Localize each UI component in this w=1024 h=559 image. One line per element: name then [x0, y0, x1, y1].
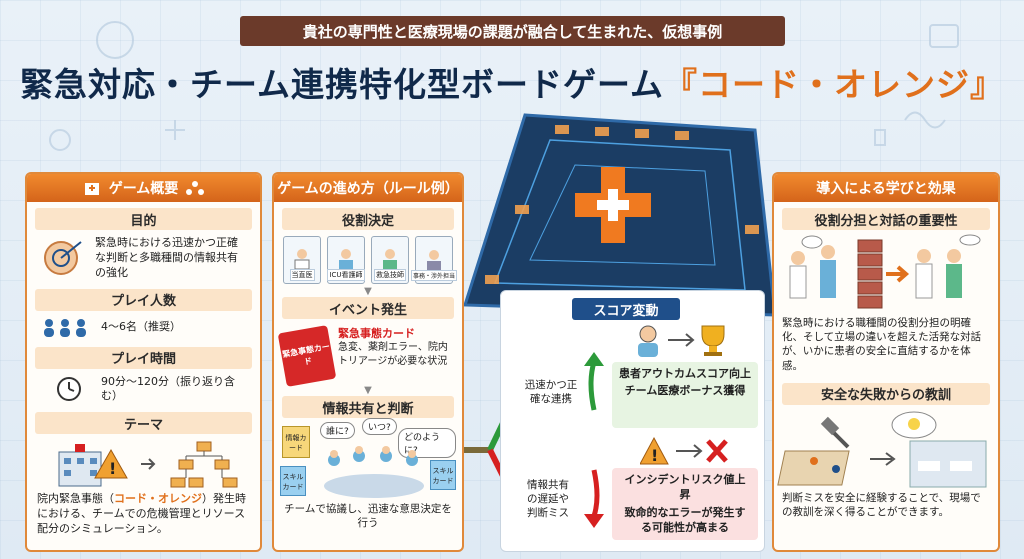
purpose-row: 緊急時における迅速かつ正確な判断と多職種間の情報共有の強化	[27, 234, 260, 283]
effects-header: 導入による学びと効果	[774, 174, 998, 202]
arrow-right-icon	[139, 457, 159, 471]
howto-header: ゲームの進め方（ルール例）	[274, 174, 462, 202]
down-arrow-icon: ▼	[364, 286, 372, 297]
role-label: 事務・渉外担当	[411, 270, 458, 281]
role-heading: 役割分担と対話の重要性	[782, 208, 990, 230]
background-decor-icons	[49, 21, 959, 151]
role-cards: 当直医 ICU看護師 救急技師 事務・渉外担当	[274, 234, 462, 286]
role-label: 救急技師	[374, 269, 406, 281]
time-text: 90分〜120分（振り返り含む）	[101, 374, 235, 403]
page-title-game: 『コード・オレンジ』	[664, 65, 1005, 104]
team-meeting-icon	[324, 446, 424, 498]
overview-panel: ゲーム概要 目的 緊急時における迅速かつ正確な判断と多職種間の情報共有の強化 プ…	[25, 172, 262, 552]
role-label: 当直医	[289, 269, 315, 281]
clock-icon	[41, 376, 91, 402]
wall-dialogue-illustration	[789, 234, 981, 309]
theme-text-name: コード・オレンジ	[114, 492, 202, 506]
role-text: 緊急時における職種間の役割分担の明確化、そして立場の違いを超えた活発な対話が、い…	[782, 317, 982, 372]
bad-result-box: インシデントリスク値上昇 致命的なエラーが発生する可能性が高まる	[612, 468, 758, 540]
good-label: 迅速かつ正確な連携	[524, 379, 578, 406]
roles-heading: 役割決定	[282, 208, 454, 230]
theme-illustration-row: !	[27, 438, 260, 490]
red-down-arrow-icon	[584, 469, 604, 528]
event-heading: イベント発生	[282, 297, 454, 319]
technician-icon	[383, 249, 397, 269]
time-row: 90分〜120分（振り返り含む）	[27, 373, 260, 407]
brain-target-icon	[41, 238, 85, 278]
players-text: 4〜6名（推奨）	[101, 320, 181, 334]
header-ribbon: 貴社の専門性と医療現場の課題が融合して生まれた、仮想事例	[240, 16, 785, 46]
overview-title: ゲーム概要	[108, 181, 179, 197]
share-text: チームで協議し、迅速な意思決定を行う	[284, 503, 452, 530]
good-result-1: 患者アウトカムスコア向上	[619, 367, 751, 380]
bad-label: 情報共有の遅延や判断ミス	[527, 479, 569, 520]
theme-text-post: ）発生時における、チームでの危機管理とリソース配分のシミュレーション。	[37, 492, 246, 535]
bubble-text: いつ?	[368, 423, 391, 433]
theme-text-pre: 院内緊急事態（	[37, 492, 114, 506]
svg-text:!: !	[651, 446, 658, 465]
share-illustration: 情報カード 誰に? いつ? どのように? スキルカード スキルカード	[280, 418, 456, 502]
bubble-text: 誰に?	[326, 427, 349, 437]
fail-text: 判断ミスを安全に経験することで、現場での教訓を深く得ることができます。	[782, 491, 981, 518]
bad-result-1: インシデントリスク値上昇	[624, 473, 746, 502]
people-icon	[41, 317, 91, 339]
time-heading: プレイ時間	[35, 346, 252, 369]
role-card-technician: 救急技師	[371, 236, 409, 284]
hospital-building-icon: !	[49, 440, 129, 488]
patient-to-trophy-icon	[638, 325, 725, 357]
skill-card-right: スキルカード	[430, 460, 456, 490]
event-card-name: 緊急事態カード	[338, 327, 415, 340]
fail-heading: 安全な失敗からの教訓	[782, 382, 990, 405]
board-illustration	[462, 113, 777, 317]
team-icon	[186, 180, 205, 196]
effects-title: 導入による学びと効果	[816, 181, 956, 197]
info-card: 情報カード	[282, 426, 310, 458]
good-result-2: チーム医療ボーナス獲得	[624, 384, 746, 398]
role-card-doctor: 当直医	[283, 236, 321, 284]
svg-text:!: !	[109, 459, 116, 478]
emergency-card-icon: 緊急事態カード	[277, 325, 337, 387]
doctor-icon	[294, 249, 310, 269]
admin-icon	[427, 250, 441, 270]
effects-panel: 導入による学びと効果 役割分担と対話の重要性 緊急時における職種間の役割分担の明…	[772, 172, 1000, 552]
howto-panel: ゲームの進め方（ルール例） 役割決定 当直医 ICU看護師 救急技師 事務・渉外…	[272, 172, 464, 552]
nurse-icon	[339, 249, 353, 269]
purpose-text: 緊急時における迅速かつ正確な判断と多職種間の情報共有の強化	[95, 236, 238, 279]
howto-title: ゲームの進め方（ルール例）	[277, 181, 459, 197]
warning-to-x-icon: !	[640, 436, 728, 465]
share-heading: 情報共有と判断	[282, 396, 454, 418]
role-card-admin: 事務・渉外担当	[411, 236, 458, 284]
green-up-arrow-icon	[584, 352, 604, 411]
players-heading: プレイ人数	[35, 288, 252, 311]
bubble-when: いつ?	[362, 418, 397, 435]
skill-card-left: スキルカード	[280, 466, 306, 496]
page-title-main: 緊急対応・チーム連携特化型ボードゲーム	[19, 65, 665, 104]
good-result-box: 患者アウトカムスコア向上 チーム医療ボーナス獲得	[612, 362, 758, 428]
event-card-text: 急変、薬剤エラー、院内トリアージが必要な状況	[338, 342, 448, 367]
skill-card-right-label: スキルカード	[432, 467, 454, 485]
event-row: 緊急事態カード 緊急事態カード 急変、薬剤エラー、院内トリアージが必要な状況	[274, 323, 462, 387]
theme-heading: テーマ	[35, 412, 252, 435]
down-arrow-icon-2: ▼	[364, 385, 372, 396]
info-card-label: 情報カード	[285, 434, 307, 452]
skill-card-left-label: スキルカード	[282, 473, 304, 491]
org-chart-icon	[169, 440, 239, 488]
bad-result-2: 致命的なエラーが発生する可能性が高まる	[624, 505, 746, 535]
role-label: ICU看護師	[327, 269, 365, 281]
overview-header: ゲーム概要	[27, 174, 260, 202]
purpose-heading: 目的	[35, 208, 252, 230]
players-row: 4〜6名（推奨）	[27, 315, 260, 341]
bubble-who: 誰に?	[320, 422, 355, 439]
score-heading: スコア変動	[572, 298, 680, 320]
hospital-icon	[83, 180, 101, 196]
theme-text: 院内緊急事態（コード・オレンジ）発生時における、チームでの危機管理とリソース配分…	[27, 490, 260, 539]
role-card-nurse: ICU看護師	[327, 236, 365, 284]
safe-failure-illustration	[777, 411, 987, 488]
page-title: 緊急対応・チーム連携特化型ボードゲーム『コード・オレンジ』	[0, 58, 1024, 106]
emergency-card-label: 緊急事態カード	[281, 341, 331, 367]
